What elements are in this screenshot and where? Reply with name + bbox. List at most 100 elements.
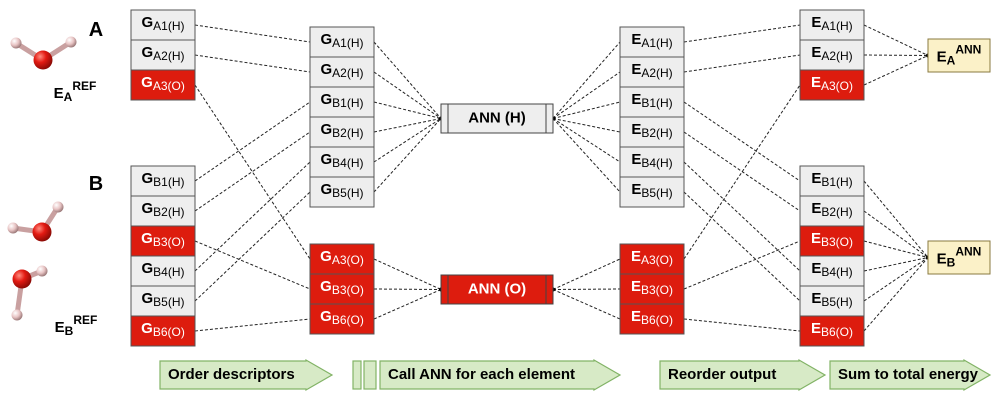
arrow-reorder-output-label: Reorder output bbox=[668, 366, 776, 383]
label-subscript: B6(O) bbox=[332, 313, 364, 327]
ordered-h-box-b5-h bbox=[309, 176, 375, 208]
result-b-label-b6-o: EB6(O) bbox=[811, 320, 853, 339]
label-main: G bbox=[141, 260, 153, 277]
label-subscript: B1(H) bbox=[641, 96, 672, 110]
ordered-o-label-a3-o: GA3(O) bbox=[320, 248, 364, 267]
label-main: G bbox=[320, 121, 332, 138]
arrow-order-descriptors-label: Order descriptors bbox=[168, 366, 295, 383]
ann-o-box-label: ANN (O) bbox=[468, 280, 526, 297]
label-main: G bbox=[141, 230, 153, 247]
label-main: E bbox=[937, 48, 947, 65]
label-subscript: B6(O) bbox=[641, 313, 673, 327]
label-subscript: B5(H) bbox=[332, 186, 363, 200]
reorder-line bbox=[194, 240, 311, 290]
hydrogen-atom bbox=[10, 37, 22, 49]
label-main: G bbox=[320, 31, 332, 48]
label-subscript: A1(H) bbox=[153, 19, 184, 33]
label-subscript: B6(O) bbox=[153, 325, 185, 339]
step-arrows: Order descriptors Call ANN for each eleme… bbox=[159, 358, 992, 392]
hydrogen-atom bbox=[7, 222, 19, 234]
label-main: E bbox=[631, 61, 641, 78]
arrow-call-ann-label: Call ANN for each element bbox=[388, 366, 575, 383]
ann-o-box bbox=[440, 274, 554, 305]
label-subscript: B3(O) bbox=[153, 235, 185, 249]
label-subscript: A1(H) bbox=[821, 19, 852, 33]
descriptor-b-label-b3-o: GB3(O) bbox=[141, 230, 185, 249]
ann-h-output-line bbox=[552, 41, 621, 119]
arrow-sum-total-energy bbox=[829, 358, 992, 392]
reorder-back-line bbox=[683, 240, 801, 290]
water-molecule-icon bbox=[11, 265, 48, 321]
result-b-box-b6-o bbox=[799, 315, 865, 347]
result-b-box-b2-h bbox=[799, 195, 865, 227]
ordered-h-label-b2-h: GB2(H) bbox=[320, 121, 363, 140]
result-b-label-b1-h: EB1(H) bbox=[811, 170, 852, 189]
label-subscript: B1(H) bbox=[821, 175, 852, 189]
output-h-label-a1-h: EA1(H) bbox=[631, 31, 672, 50]
descriptor-a-label-a1-h: GA1(H) bbox=[141, 14, 184, 33]
output-o-label-a3-o: EA3(O) bbox=[631, 248, 673, 267]
label-main: G bbox=[141, 200, 153, 217]
ann-h-output-line bbox=[552, 71, 621, 119]
reorder-back-line bbox=[683, 54, 801, 73]
result-a-box-a2-h bbox=[799, 39, 865, 71]
output-h-box-b2-h bbox=[619, 116, 685, 148]
water-molecule-icon bbox=[7, 201, 64, 242]
total-energy-b-label: EBANN bbox=[937, 245, 982, 270]
ann-h-output-line bbox=[552, 101, 621, 119]
reorder-line bbox=[194, 131, 311, 212]
ann-h-input-line bbox=[373, 101, 442, 119]
reorder-back-line bbox=[683, 191, 801, 302]
label-main: G bbox=[320, 248, 332, 265]
output-o-box-a3-o bbox=[619, 243, 685, 275]
ordered-o-label-b3-o: GB3(O) bbox=[320, 278, 364, 297]
label-main: E bbox=[811, 74, 821, 91]
total-energy-a bbox=[927, 38, 991, 73]
ann-h-input-line bbox=[373, 118, 442, 193]
arrow-call-ann bbox=[379, 358, 622, 392]
label-main: E bbox=[811, 260, 821, 277]
descriptor-a-label-a2-h: GA2(H) bbox=[141, 44, 184, 63]
label-subscript: A2(H) bbox=[821, 49, 852, 63]
label-subscript: A1(H) bbox=[641, 36, 672, 50]
label-subscript: A2(H) bbox=[153, 49, 184, 63]
descriptor-a-box-a3-o bbox=[130, 69, 196, 101]
arrow-segment bbox=[363, 360, 377, 390]
label-main: E bbox=[811, 200, 821, 217]
label-main: E bbox=[631, 308, 641, 325]
ann-o-input-line bbox=[373, 289, 442, 320]
descriptor-b-box-b3-o bbox=[130, 225, 196, 257]
label-main: E bbox=[631, 278, 641, 295]
label-subscript: B1(H) bbox=[153, 175, 184, 189]
output-h-box-b4-h bbox=[619, 146, 685, 178]
label-subscript: A bbox=[64, 90, 73, 104]
label-subscript: B2(H) bbox=[821, 205, 852, 219]
reorder-back-line bbox=[683, 101, 801, 182]
sum-line-b bbox=[863, 180, 929, 258]
label-subscript: A3(O) bbox=[153, 79, 185, 93]
label-subscript: B4(H) bbox=[821, 265, 852, 279]
output-h-box-b1-h bbox=[619, 86, 685, 118]
total-energy-a-label: EAANN bbox=[937, 43, 982, 68]
oxygen-atom bbox=[33, 50, 53, 70]
hydrogen-atom bbox=[65, 36, 77, 48]
sum-line-b bbox=[863, 257, 929, 302]
descriptor-b-label-b6-o: GB6(O) bbox=[141, 320, 185, 339]
label-main: E bbox=[55, 319, 65, 336]
result-b-label-b3-o: EB3(O) bbox=[811, 230, 853, 249]
ordered-h-label-b4-h: GB4(H) bbox=[320, 151, 363, 170]
descriptor-b-box-b4-h bbox=[130, 255, 196, 287]
ann-h-input-line bbox=[373, 41, 442, 119]
label-subscript: B3(O) bbox=[641, 283, 673, 297]
ordered-o-box-b6-o bbox=[309, 303, 375, 335]
label-subscript: B6(O) bbox=[821, 325, 853, 339]
ann-h-output-line bbox=[552, 118, 621, 193]
output-h-box-b5-h bbox=[619, 176, 685, 208]
label-subscript: B5(H) bbox=[821, 295, 852, 309]
label-main: G bbox=[320, 278, 332, 295]
descriptor-b-box-b2-h bbox=[130, 195, 196, 227]
result-b-label-b4-h: EB4(H) bbox=[811, 260, 852, 279]
ordered-h-box-b4-h bbox=[309, 146, 375, 178]
label-subscript: A2(H) bbox=[332, 66, 363, 80]
label-main: E bbox=[631, 31, 641, 48]
